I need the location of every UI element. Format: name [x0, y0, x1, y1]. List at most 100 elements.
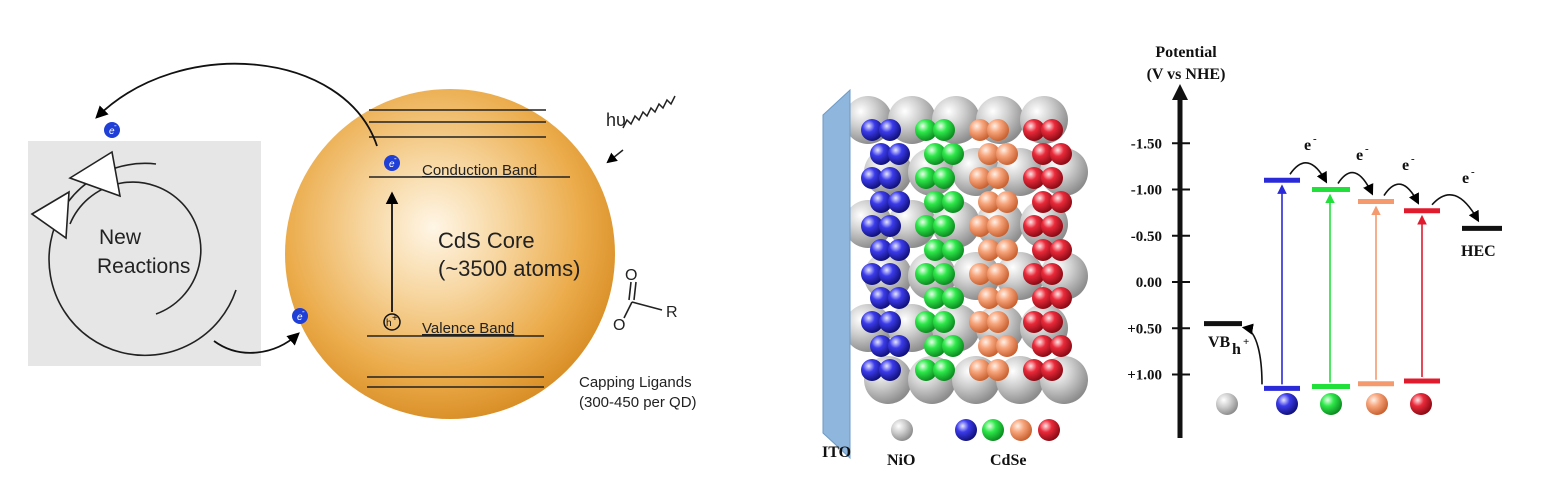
legend-green-sphere: [982, 419, 1004, 441]
ito-label: ITO: [822, 444, 851, 461]
tick-label: +0.50: [1127, 321, 1162, 337]
green-particle: [915, 167, 937, 189]
electron-hop-charge: -: [1411, 153, 1415, 165]
red-particle: [1023, 263, 1045, 285]
blue-particle: [861, 359, 883, 381]
orange-particle: [969, 119, 991, 141]
cycle-label-line2: Reactions: [97, 255, 190, 278]
nio-label: NiO: [887, 452, 915, 469]
blue-particle: [888, 239, 910, 261]
green-particle: [933, 263, 955, 285]
blue-particle: [861, 119, 883, 141]
electron-hop-label: e: [1402, 157, 1409, 174]
hole-vb: h +: [383, 313, 401, 331]
electron-transfer-in-arrow: [213, 332, 300, 354]
blue-particle: [879, 359, 901, 381]
cds-core-sphere: [285, 89, 615, 419]
legend-spheres: [891, 419, 1060, 441]
electron-hop-label: e: [1356, 147, 1363, 164]
orange-particle: [969, 359, 991, 381]
blue-particle: [879, 119, 901, 141]
green-particle: [933, 359, 955, 381]
svg-text:-: -: [302, 307, 305, 316]
red-particle: [1032, 239, 1054, 261]
conduction-band-label: Conduction Band: [422, 162, 537, 179]
electron-hop-arrow: [1289, 162, 1328, 184]
capping-ligands-line2: (300-450 per QD): [579, 394, 697, 411]
red-particle: [1032, 335, 1054, 357]
red-particle: [1032, 143, 1054, 165]
orange-particle: [978, 191, 1000, 213]
tick-label: -1.50: [1131, 136, 1162, 152]
red-particle: [1041, 167, 1063, 189]
photon-arrow: [606, 149, 624, 164]
energy-legend-nio: [1216, 393, 1238, 415]
green-particle: [915, 359, 937, 381]
red-particle: [1023, 215, 1045, 237]
orange-particle: [978, 143, 1000, 165]
ligand-o-bottom: O: [613, 317, 625, 334]
blue-particle: [888, 191, 910, 213]
green-particle: [933, 167, 955, 189]
reaction-box: [28, 141, 261, 366]
green-particle: [924, 191, 946, 213]
carboxylate-ligand-icon: [623, 281, 663, 319]
orange-particle: [987, 167, 1009, 189]
blue-particle: [861, 167, 883, 189]
core-label-line2: (~3500 atoms): [438, 256, 580, 281]
svg-text:h: h: [386, 318, 392, 329]
nanoparticle-film: [844, 96, 1088, 404]
blue-particle: [879, 311, 901, 333]
blue-particle: [870, 335, 892, 357]
band-lines: [367, 109, 570, 388]
energy-legend-green: [1320, 393, 1342, 415]
svg-text:e: e: [109, 126, 115, 137]
green-particle: [942, 287, 964, 309]
hole-transfer-arrow: [1241, 323, 1263, 385]
orange-particle: [987, 311, 1009, 333]
ito-slab: [822, 88, 851, 460]
cdse-label: CdSe: [990, 452, 1026, 469]
orange-particle: [978, 239, 1000, 261]
red-particle: [1050, 239, 1072, 261]
hec-label: HEC: [1461, 243, 1496, 260]
blue-particle: [870, 143, 892, 165]
orange-particle: [987, 119, 1009, 141]
blue-particle: [888, 287, 910, 309]
green-particle: [915, 263, 937, 285]
electron-hop-arrow: [1337, 171, 1374, 196]
svg-text:e: e: [297, 312, 303, 323]
electron-hop-label: e: [1462, 170, 1469, 187]
red-particle: [1041, 215, 1063, 237]
electron-hop-charge: -: [1313, 133, 1317, 145]
green-particle: [924, 143, 946, 165]
quantum-dot-panel: New Reactions Conduction Band Valence Ba…: [28, 62, 697, 419]
orange-particle: [978, 335, 1000, 357]
red-particle: [1041, 119, 1063, 141]
green-particle: [924, 287, 946, 309]
blue-particle: [888, 143, 910, 165]
red-particle: [1023, 311, 1045, 333]
blue-particle: [861, 311, 883, 333]
axis-ticks: -1.50-1.00-0.500.00+0.50+1.00: [1127, 136, 1190, 384]
energy-diagram: Potential (V vs NHE) -1.50-1.00-0.500.00…: [1127, 44, 1502, 438]
energy-legend-red: [1410, 393, 1432, 415]
electron-hop-label: e: [1304, 137, 1311, 154]
blue-particle: [879, 167, 901, 189]
red-particle: [1050, 335, 1072, 357]
cycle-label-line1: New: [99, 226, 142, 249]
reaction-cycle-arrows: [30, 150, 237, 357]
green-particle: [933, 215, 955, 237]
electron-transfer-out-arrow: [95, 62, 378, 147]
tick-label: -0.50: [1131, 229, 1162, 245]
blue-particle: [879, 263, 901, 285]
photon-wave: [622, 95, 676, 129]
orange-particle: [996, 143, 1018, 165]
legend-blue-sphere: [955, 419, 977, 441]
axis-title-line1: Potential: [1155, 44, 1217, 61]
green-particle: [915, 215, 937, 237]
blue-particle: [870, 191, 892, 213]
electron-top: e -: [104, 121, 120, 138]
red-particle: [1032, 287, 1054, 309]
blue-particle: [888, 335, 910, 357]
